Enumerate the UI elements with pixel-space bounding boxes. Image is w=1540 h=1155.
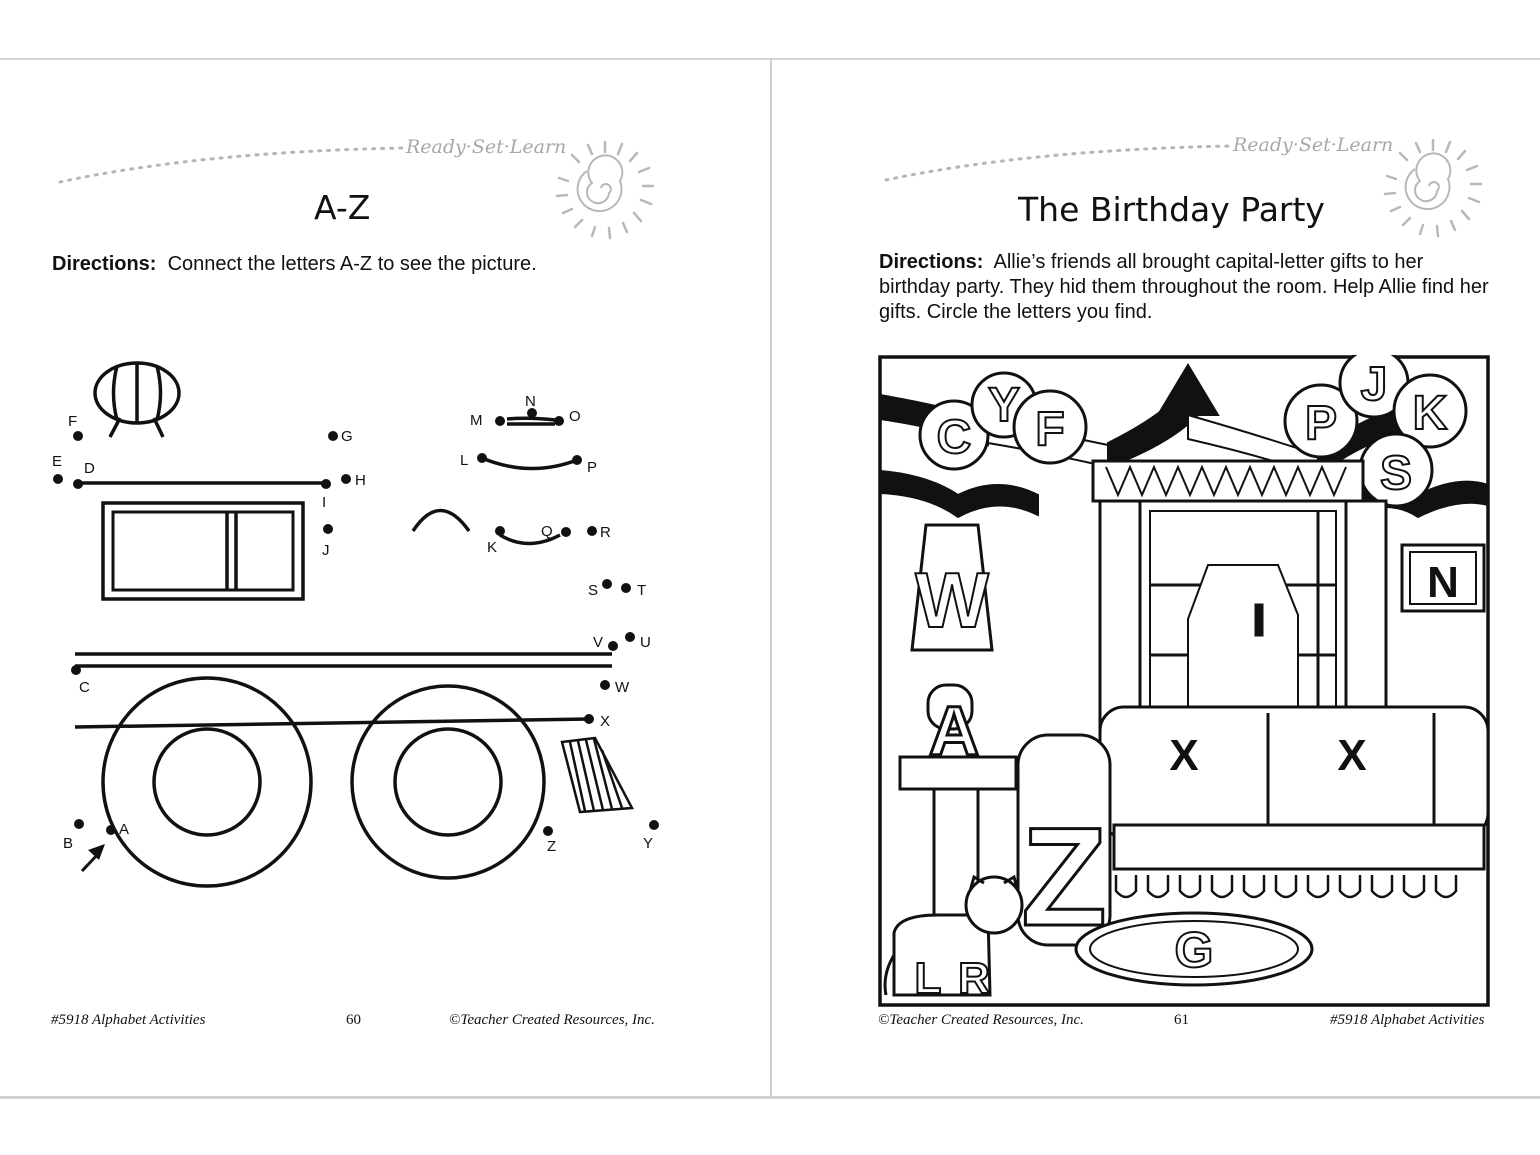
dot-labels: A B C D E F G H I J K L M N O P Q R S T …	[52, 393, 653, 855]
dot-label-c: C	[79, 679, 90, 696]
dot-label-l: L	[460, 452, 468, 469]
hidden-letter-l: L	[915, 954, 942, 1003]
balloon-letter-k: K	[1413, 387, 1448, 440]
dot-label-q: Q	[541, 523, 553, 540]
directions-label: Directions:	[879, 251, 984, 273]
right-page: Ready·Set·Learn The Birthday Party Direc…	[772, 60, 1540, 1096]
dot-label-b: B	[63, 835, 73, 852]
balloon-letter-f: F	[1035, 403, 1064, 456]
balloon-p	[1283, 383, 1359, 459]
dot-label-j: J	[322, 542, 330, 559]
page-title: The Birthday Party	[1018, 190, 1325, 229]
balloon-letter-p: P	[1305, 397, 1337, 450]
dot-label-s: S	[588, 582, 598, 599]
book-gutter	[770, 58, 772, 1096]
cab-window	[101, 501, 305, 601]
picture-frame	[1400, 543, 1486, 613]
birthday-party-scene: C Y F P J K S W A	[878, 355, 1490, 1007]
dot-label-y: Y	[643, 835, 653, 852]
hidden-letter-n: N	[1427, 558, 1459, 607]
dot-label-x: X	[600, 713, 610, 730]
footer-copyright: ©Teacher Created Resources, Inc.	[449, 1012, 655, 1028]
footer-book-title: #5918 Alphabet Activities	[51, 1012, 206, 1028]
balloon-letter-c: C	[937, 411, 972, 464]
directions: Directions: Connect the letters A-Z to s…	[52, 252, 742, 277]
dot-label-v: V	[593, 634, 603, 651]
sun-icon	[555, 140, 655, 240]
header-decoration-right: Ready·Set·Learn	[884, 134, 1483, 238]
dot-label-a: A	[119, 821, 129, 838]
balloon-letter-s: S	[1380, 447, 1412, 500]
dot-label-t: T	[637, 582, 646, 599]
hidden-letter-r: R	[958, 954, 990, 1003]
spread-bottom-edge	[0, 1096, 1540, 1099]
dot-label-g: G	[341, 428, 353, 445]
footer-copyright: ©Teacher Created Resources, Inc.	[878, 1012, 1084, 1028]
siren-light	[93, 361, 181, 438]
header-decoration-left: Ready·Set·Learn	[58, 136, 655, 240]
lamp-letter: W	[915, 556, 989, 644]
left-page: Ready·Set·Learn A-Z Directions: Connect …	[0, 60, 770, 1096]
hidden-letter-x-1: X	[1169, 731, 1198, 780]
puzzle-dots	[53, 408, 659, 836]
dot-to-dot-puzzle: A B C D E F G H I J K L M N O P Q R S T …	[52, 361, 659, 888]
brand-label: Ready·Set·Learn	[405, 136, 566, 158]
dot-label-d: D	[84, 460, 95, 477]
directions: Directions: Allie’s friends all brought …	[879, 250, 1489, 325]
dot-label-w: W	[615, 679, 630, 696]
bumper-grille	[560, 736, 634, 814]
dot-label-k: K	[487, 539, 497, 556]
sun-icon	[1383, 138, 1483, 238]
armchair	[1016, 733, 1112, 947]
cat	[883, 874, 1024, 997]
dot-label-r: R	[600, 524, 611, 541]
hidden-letter-g: G	[1175, 922, 1214, 978]
dot-label-m: M	[470, 412, 483, 429]
balloon-f	[1012, 389, 1088, 465]
start-arrow-icon	[88, 844, 105, 860]
balloon-letter-j: J	[1361, 358, 1388, 411]
lamp: W	[910, 523, 994, 731]
balloons	[918, 355, 1468, 508]
hidden-letter-x-2: X	[1337, 731, 1366, 780]
page-title: A-Z	[314, 188, 371, 227]
balloon-k	[1392, 373, 1468, 449]
directions-text: Connect the letters A-Z to see the pictu…	[167, 253, 537, 275]
dot-label-z: Z	[547, 838, 556, 855]
brand-label: Ready·Set·Learn	[1232, 134, 1393, 156]
rug	[1074, 911, 1314, 987]
sofa	[1098, 705, 1490, 899]
dot-label-o: O	[569, 408, 581, 425]
dot-label-p: P	[587, 459, 597, 476]
balloon-c	[918, 399, 990, 471]
directions-text: Allie’s friends all brought capital-lett…	[879, 251, 1489, 323]
balloon-letter-y: Y	[988, 379, 1020, 432]
footer-page-number: 60	[346, 1012, 361, 1028]
footer-book-title: #5918 Alphabet Activities	[1330, 1012, 1485, 1028]
directions-label: Directions:	[52, 253, 157, 275]
truck-wheel-left	[101, 676, 313, 888]
dot-label-h: H	[355, 472, 366, 489]
dot-label-e: E	[52, 453, 62, 470]
footer-page-number: 61	[1174, 1012, 1189, 1028]
dot-label-u: U	[640, 634, 651, 651]
truck-wheel-right	[350, 684, 546, 880]
dot-label-f: F	[68, 413, 77, 430]
dot-label-n: N	[525, 393, 536, 410]
dot-label-i: I	[322, 494, 326, 511]
